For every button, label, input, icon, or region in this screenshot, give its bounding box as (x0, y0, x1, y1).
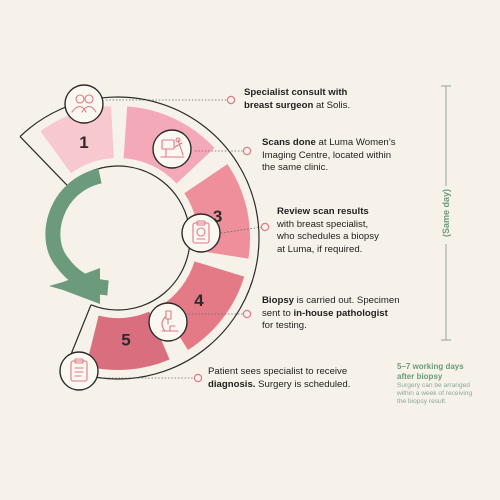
turnaround-note: 5–7 working days after biopsy Surgery ca… (397, 362, 497, 405)
leader-line-3 (220, 226, 263, 234)
ring-frame-edge (19, 136, 69, 187)
step-text-segment: with breast specialist, (277, 218, 369, 230)
clipboard-results-icon (181, 213, 221, 253)
same-day-bracket (439, 85, 453, 341)
step-text-segment: at Luma, if required. (277, 243, 363, 255)
same-day-label: (Same day) (441, 188, 451, 238)
step-text-segment: Surgery is scheduled. (255, 378, 351, 390)
step-number-5: 5 (121, 331, 130, 350)
progress-arrow (45, 168, 109, 304)
consult-people-icon (64, 84, 104, 124)
ring-frame-arc (19, 96, 260, 380)
step-text-segment: Biopsy (262, 295, 294, 306)
ring-segment-5 (86, 311, 170, 371)
step-text-segment: who schedules a biopsy (277, 231, 379, 243)
step-icons (59, 84, 221, 391)
leader-dot-4 (242, 309, 252, 319)
step-number-4: 4 (194, 291, 204, 310)
leader-dot-3 (260, 222, 270, 232)
step-text-segment: at Luma Women’s (315, 137, 396, 148)
note-body: Surgery can be arranged within a week of… (397, 382, 473, 405)
step-text-segment: in-house pathologist (293, 307, 388, 319)
leader-dot-2 (242, 146, 252, 156)
step-text-segment: Specialist consult with (244, 87, 348, 98)
leader-dot-5 (193, 373, 203, 383)
leader-lines (102, 95, 270, 383)
step-text-segment: at Solis. (313, 99, 351, 111)
step-text-segment: sent to (262, 307, 294, 319)
step-text-segment: breast surgeon (244, 99, 314, 111)
ring-segment-1 (40, 106, 114, 174)
report-clipboard-icon (59, 351, 99, 391)
step-text-segment: Scans done (262, 137, 316, 148)
note-title: 5–7 working days after biopsy (397, 362, 464, 381)
scan-machine-icon (152, 129, 192, 169)
step-number-3: 3 (213, 207, 222, 226)
step-text-segment: for testing. (262, 320, 307, 332)
microscope-icon (148, 302, 188, 342)
step-text-segment: is carried out. Specimen (294, 295, 400, 306)
step-text-segment: Imaging Centre, located within (262, 149, 392, 161)
step-number-1: 1 (79, 133, 88, 152)
step-text-segment: Patient sees specialist to receive (208, 366, 348, 377)
leader-dot-1 (226, 95, 236, 105)
step-text-segment: diagnosis. (208, 378, 256, 390)
step-text-segment: Review scan results (277, 206, 369, 217)
step-text-segment: the same clinic. (262, 162, 329, 174)
